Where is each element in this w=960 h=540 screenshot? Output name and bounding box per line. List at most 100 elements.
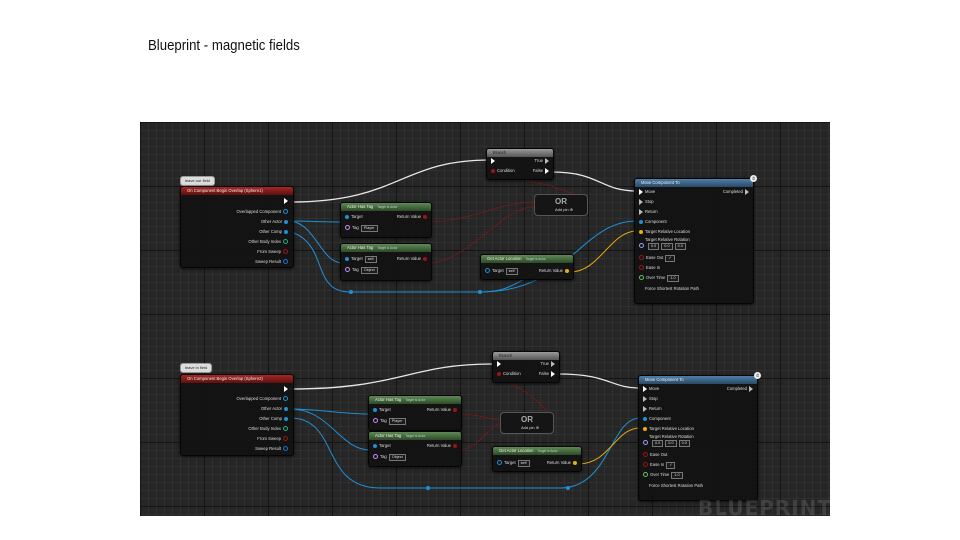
bool-pin[interactable] [453, 407, 457, 412]
bool-wire [455, 423, 501, 451]
branch-title: Branch [487, 149, 553, 157]
exec-out-pin[interactable] [551, 371, 555, 377]
object-wire [289, 417, 641, 489]
name-pin[interactable] [345, 267, 350, 273]
object-pin[interactable] [639, 219, 643, 224]
comment-bubble[interactable]: leave in field [180, 363, 213, 373]
bool-pin[interactable] [423, 214, 427, 219]
exec-wire [289, 363, 493, 390]
bool-pin[interactable] [283, 436, 288, 442]
exec-in-pin[interactable] [643, 386, 647, 392]
object-wire [289, 408, 371, 415]
vector-wire [577, 427, 641, 465]
exec-out-pin[interactable] [545, 158, 549, 164]
object-pin[interactable] [497, 460, 502, 466]
exec-in-pin[interactable] [639, 209, 643, 215]
bool-pin[interactable] [453, 443, 457, 448]
event-node-title: On Component Begin Overlap (Sphere1) [181, 187, 293, 195]
vector-pin[interactable] [573, 460, 577, 465]
exec-in-pin[interactable] [491, 158, 495, 164]
exec-in-pin[interactable] [639, 199, 643, 205]
object-pin[interactable] [284, 406, 288, 411]
bool-pin[interactable] [491, 168, 495, 173]
rotator-pin[interactable] [639, 243, 644, 249]
exec-out-pin[interactable] [551, 361, 555, 367]
event-node[interactable]: On Component Begin Overlap (Sphere2) Ove… [180, 374, 294, 456]
event-node[interactable]: On Component Begin Overlap (Sphere1) Ove… [180, 186, 294, 268]
exec-wire [557, 373, 641, 389]
object-pin[interactable] [373, 443, 377, 448]
exec-out-pin[interactable] [545, 168, 549, 174]
int-pin[interactable] [283, 239, 288, 245]
tag-value-field[interactable]: Player [360, 225, 378, 232]
or-node[interactable]: OR Add pin ⊕ [534, 194, 588, 216]
exec-in-pin[interactable] [639, 189, 643, 195]
over-time-field[interactable]: 1.0 [671, 472, 683, 479]
bool-pin[interactable] [283, 249, 288, 255]
exec-in-pin[interactable] [643, 406, 647, 412]
bool-pin[interactable] [423, 256, 427, 261]
exec-out-pin[interactable] [284, 198, 288, 204]
reroute-knot [349, 290, 353, 294]
exec-out-pin[interactable] [745, 189, 749, 195]
object-pin[interactable] [345, 214, 349, 219]
bool-wire [455, 413, 501, 421]
branch-node[interactable]: Branch True Condition False [486, 148, 554, 180]
ease-in-checkbox[interactable]: ✓ [666, 462, 676, 469]
object-pin[interactable] [283, 396, 288, 402]
reroute-knot [478, 290, 482, 294]
bool-pin[interactable] [639, 265, 644, 271]
float-pin[interactable] [639, 275, 644, 281]
exec-in-pin[interactable] [497, 361, 501, 367]
object-pin[interactable] [345, 256, 349, 261]
vector-pin[interactable] [643, 426, 647, 431]
comment-bubble[interactable]: leave our field [180, 176, 215, 186]
exec-wire [551, 171, 638, 192]
exec-wire [289, 159, 491, 203]
bool-pin[interactable] [639, 255, 644, 261]
exec-in-pin[interactable] [643, 396, 647, 402]
object-pin[interactable] [643, 416, 647, 421]
move-component-to-node[interactable]: Move Component To ⏱ Move Completed Stop … [634, 175, 757, 304]
exec-out-pin[interactable] [284, 386, 288, 392]
blueprint-graph-canvas[interactable]: leave our field On Component Begin Overl… [140, 122, 830, 516]
name-pin[interactable] [345, 225, 350, 231]
bool-pin[interactable] [643, 452, 648, 458]
float-pin[interactable] [643, 472, 648, 478]
bool-pin[interactable] [497, 371, 501, 376]
int-pin[interactable] [283, 426, 288, 432]
object-pin[interactable] [485, 268, 490, 274]
object-pin[interactable] [284, 416, 288, 421]
exec-out-pin[interactable] [749, 386, 753, 392]
object-pin[interactable] [373, 407, 377, 412]
add-pin-button[interactable]: Add pin ⊕ [521, 425, 540, 430]
object-pin[interactable] [284, 229, 288, 234]
struct-pin[interactable] [283, 259, 288, 265]
bool-pin[interactable] [643, 462, 648, 468]
tag-value-field[interactable]: Object [388, 454, 406, 461]
or-node[interactable]: OR Add pin ⊕ [500, 412, 554, 434]
add-pin-button[interactable]: Add pin ⊕ [555, 207, 574, 212]
struct-pin[interactable] [283, 446, 288, 452]
over-time-field[interactable]: 1.0 [667, 275, 679, 282]
name-pin[interactable] [373, 454, 378, 460]
object-pin[interactable] [284, 219, 288, 224]
tag-value-field[interactable]: Object [360, 267, 378, 274]
move-component-to-node[interactable]: Move Component To ⏱ Move Completed Stop … [638, 372, 761, 501]
vector-pin[interactable] [565, 268, 569, 273]
event-node-title: On Component Begin Overlap (Sphere2) [181, 375, 293, 383]
ease-out-checkbox[interactable]: ✓ [665, 255, 675, 262]
branch-node[interactable]: Branch True Condition False [492, 351, 560, 383]
name-pin[interactable] [373, 418, 378, 424]
rotator-pin[interactable] [643, 440, 648, 446]
object-pin[interactable] [283, 209, 288, 215]
tag-value-field[interactable]: Player [388, 418, 406, 425]
clock-icon: ⏱ [754, 372, 761, 379]
vector-pin[interactable] [639, 229, 643, 234]
